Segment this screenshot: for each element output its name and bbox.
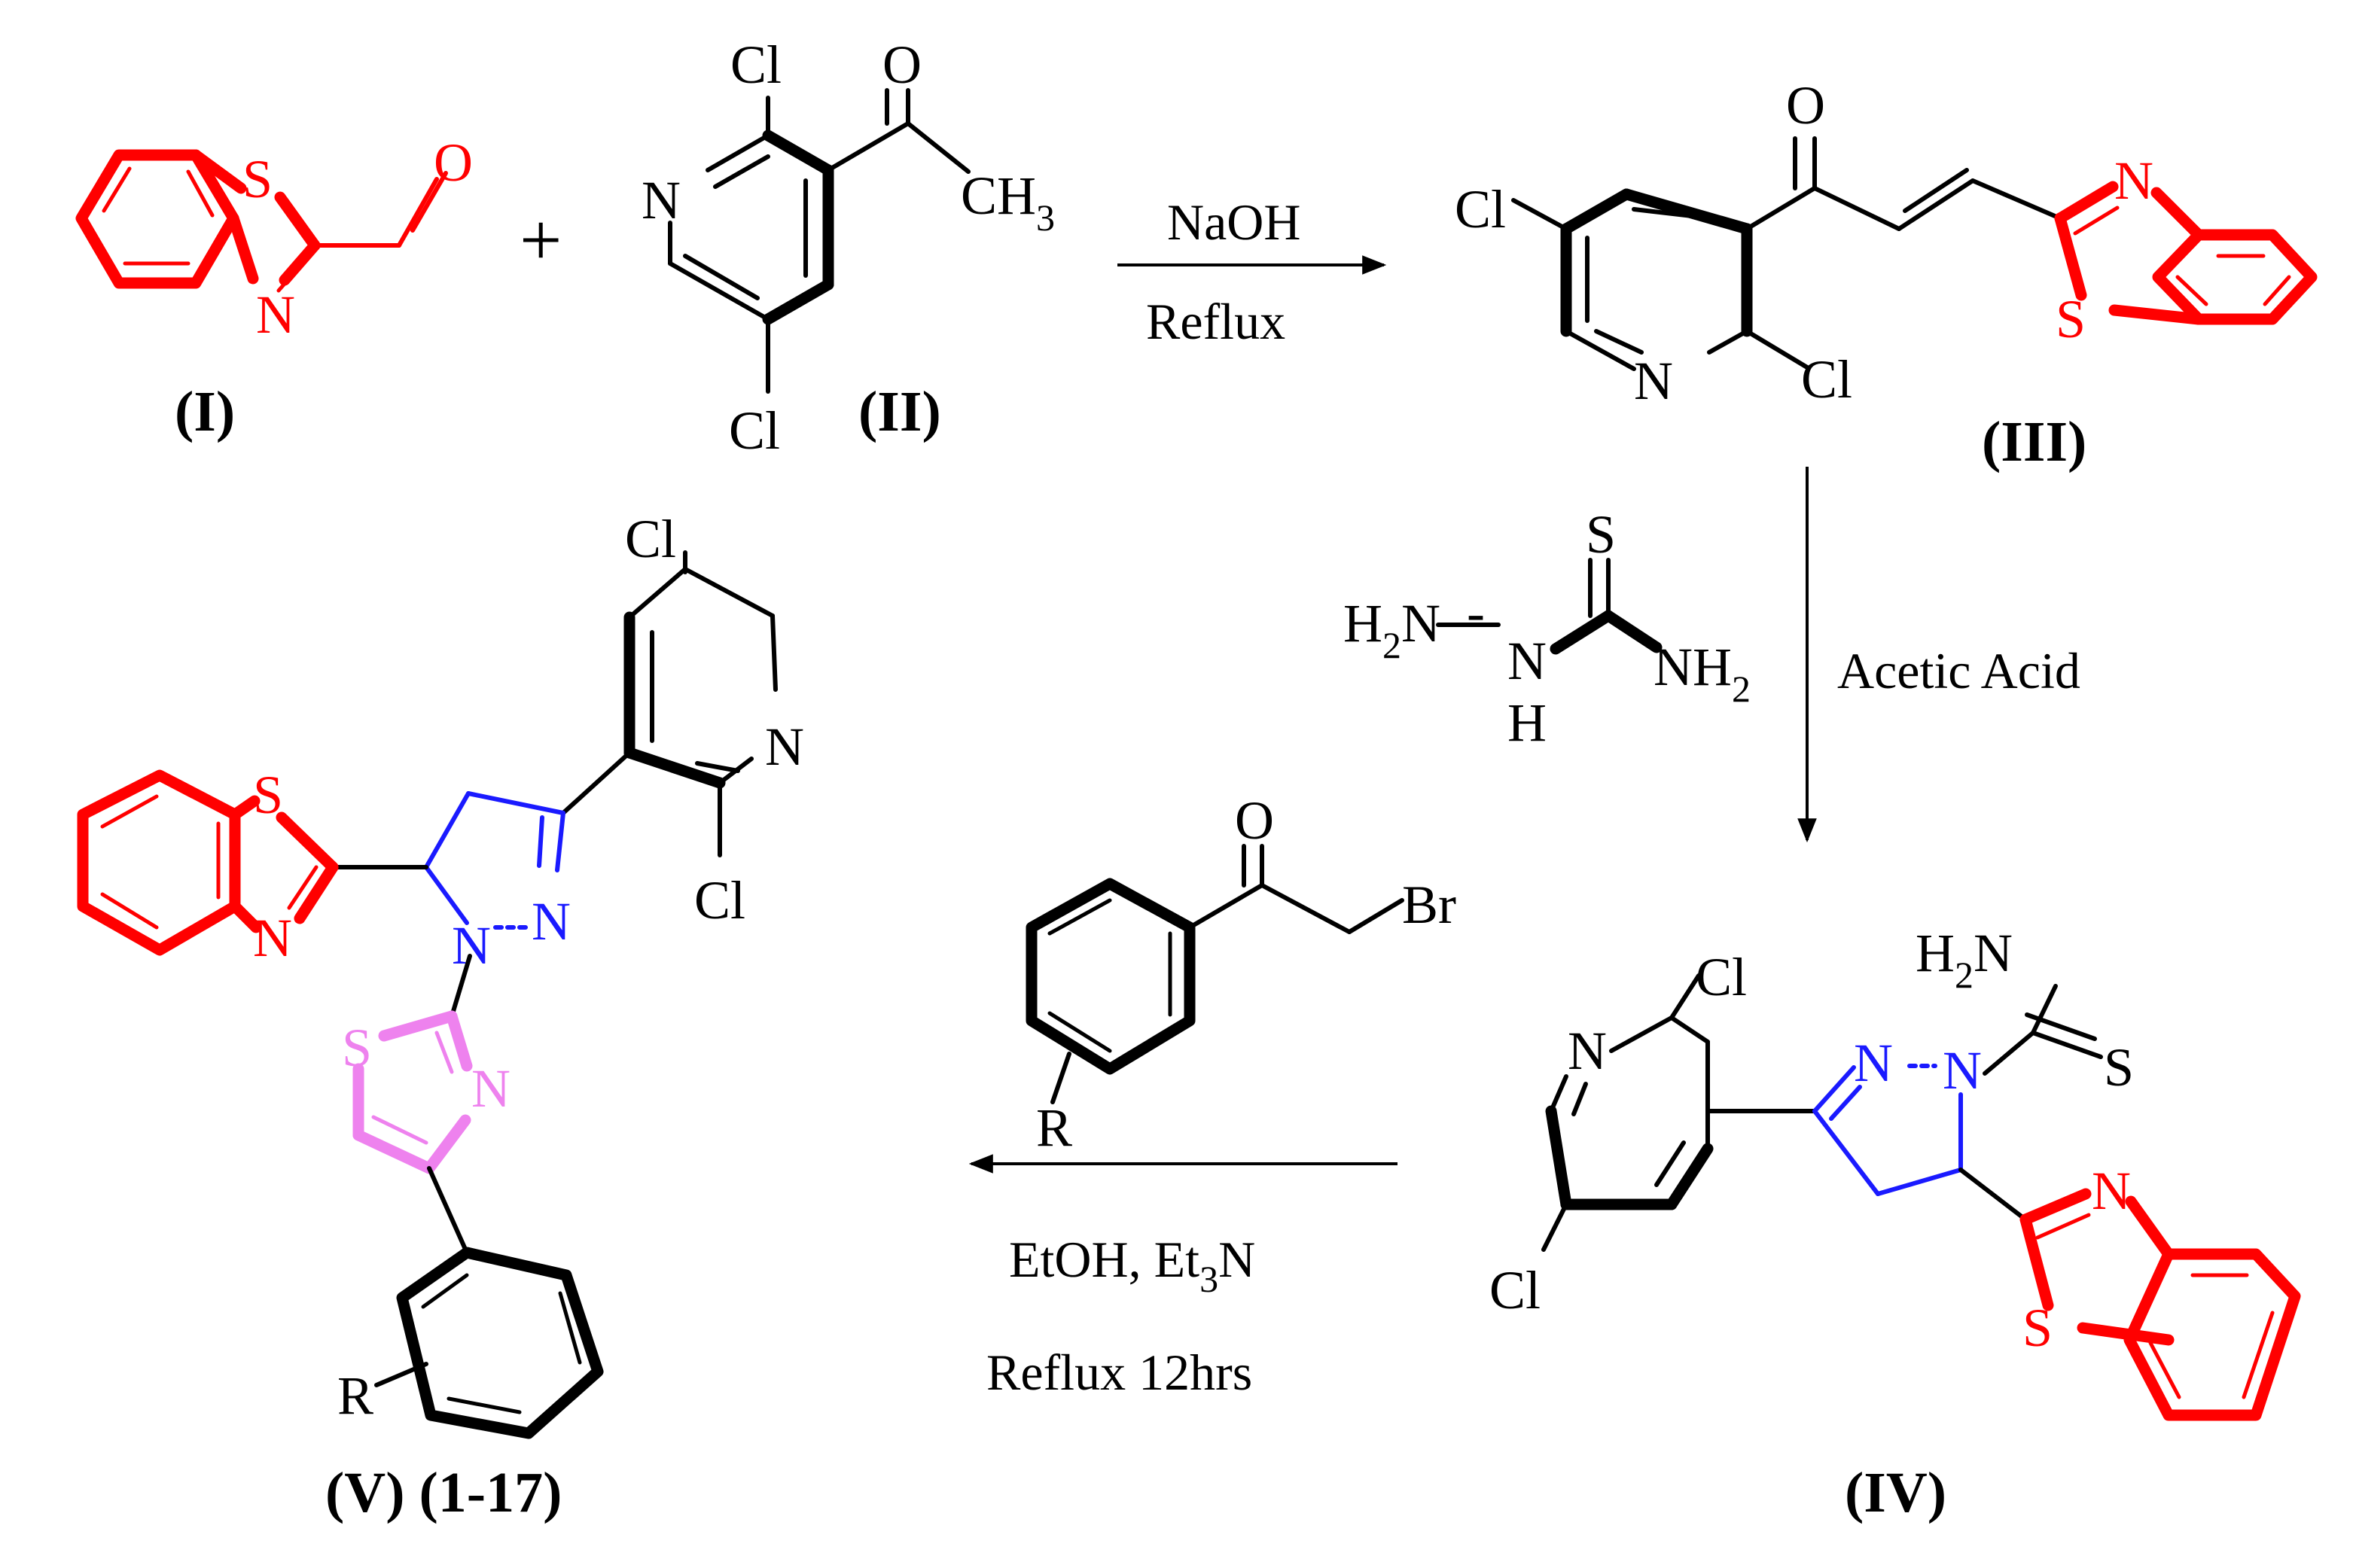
- arrow-1-condition-top: NaOH: [1167, 193, 1301, 251]
- compound-III-Cl-right: Cl: [1801, 349, 1852, 410]
- compound-II-Cl-bottom: Cl: [729, 400, 780, 461]
- thiosemicarbazide-NH-H: H: [1507, 693, 1547, 753]
- compound-V-N-thiazole: N: [471, 1058, 511, 1119]
- phenacyl-bromide-R: R: [1036, 1098, 1072, 1158]
- compound-II: Cl N Cl O CH3 (II): [642, 35, 1055, 461]
- thiosemicarbazide-reagent: S H2N N H NH2 -: [1343, 504, 1751, 753]
- compound-III-O-atom: O: [1786, 75, 1825, 135]
- compound-IV-N-pyridine: N: [1568, 1021, 1607, 1081]
- reaction-arrow-2: Acetic Acid: [1797, 467, 2080, 843]
- compound-V-label: (V) (1-17): [325, 1461, 562, 1524]
- compound-IV-label: (IV): [1845, 1461, 1946, 1524]
- thiosemicarbazide-NH-N: N: [1507, 631, 1547, 691]
- compound-V-S-btz: S: [253, 765, 283, 825]
- compound-III-label: (III): [1982, 410, 2086, 473]
- compound-V-N-pyridine: N: [765, 717, 804, 777]
- compound-II-bonds: [668, 88, 971, 394]
- compound-V-N-btz: N: [253, 908, 292, 968]
- compound-IV-N1: N: [1854, 1033, 1893, 1093]
- compound-IV: N Cl Cl N N H2N S N S (IV): [1489, 923, 2301, 1524]
- arrow-3-condition-line-1: EtOH, Et3N: [1009, 1231, 1255, 1300]
- arrow-2-condition: Acetic Acid: [1837, 642, 2080, 699]
- phenacyl-bromide-Br: Br: [1402, 875, 1456, 935]
- compound-IV-S-thioamide: S: [2104, 1037, 2134, 1098]
- compound-II-N-atom: N: [642, 170, 681, 230]
- compound-IV-N-btz: N: [2092, 1161, 2131, 1221]
- compound-V-N2: N: [532, 891, 571, 951]
- thiosemicarbazide-NH2: NH2: [1654, 637, 1751, 710]
- thiosemicarbazide-H2N: H2N: [1343, 593, 1440, 666]
- phenacyl-bromide-reagent: O Br R: [1026, 790, 1456, 1158]
- phenacyl-bromide-O: O: [1235, 790, 1274, 851]
- compound-I-S-atom: S: [242, 149, 273, 209]
- compound-II-O-atom: O: [882, 35, 922, 95]
- compound-V-bonds: [77, 550, 778, 1439]
- compound-III: Cl N Cl O N S (III): [1455, 75, 2318, 473]
- compound-III-N-pyridine: N: [1634, 351, 1673, 411]
- arrow-1-condition-bottom: Reflux: [1146, 293, 1285, 350]
- compound-IV-Cl-bottom: Cl: [1489, 1260, 1541, 1320]
- compound-IV-N2: N: [1943, 1040, 1982, 1101]
- compound-V-R: R: [337, 1366, 373, 1426]
- compound-I-O-atom: O: [434, 132, 473, 193]
- plus-sign: +: [520, 198, 562, 282]
- compound-II-CH3: CH3: [961, 166, 1055, 239]
- compound-IV-H2N: H2N: [1916, 923, 2013, 996]
- compound-IV-Cl-top: Cl: [1696, 947, 1747, 1007]
- compound-V-Cl-top: Cl: [625, 509, 676, 569]
- compound-I-label: (I): [175, 380, 235, 443]
- thiosemicarbazide-dash: -: [1467, 583, 1485, 643]
- reaction-arrow-1: NaOH Reflux: [1117, 193, 1387, 350]
- compound-I: S N O (I): [75, 132, 473, 443]
- compound-IV-S-btz: S: [2022, 1298, 2053, 1358]
- compound-I-N-atom: N: [256, 285, 295, 345]
- thiosemicarbazide-S: S: [1586, 504, 1616, 565]
- compound-V: Cl N Cl S N N N S N R (V) (1-17): [77, 509, 804, 1524]
- compound-II-Cl-top: Cl: [730, 35, 782, 95]
- compound-V-S-thiazole: S: [342, 1018, 372, 1078]
- compound-IV-bonds: [1541, 973, 2301, 1421]
- reaction-arrow-3: EtOH, Et3N Reflux 12hrs: [968, 1154, 1397, 1401]
- compound-II-label: (II): [858, 380, 941, 443]
- arrow-3-condition-line-2: Reflux 12hrs: [986, 1344, 1252, 1401]
- compound-I-bonds: [75, 149, 448, 293]
- compound-V-Cl-mid: Cl: [694, 870, 745, 930]
- compound-III-Cl-left: Cl: [1455, 179, 1506, 239]
- compound-III-N-btz: N: [2114, 151, 2153, 211]
- compound-III-S-btz: S: [2056, 289, 2086, 349]
- compound-V-N1: N: [452, 915, 491, 976]
- compound-III-bonds: [1511, 136, 2318, 371]
